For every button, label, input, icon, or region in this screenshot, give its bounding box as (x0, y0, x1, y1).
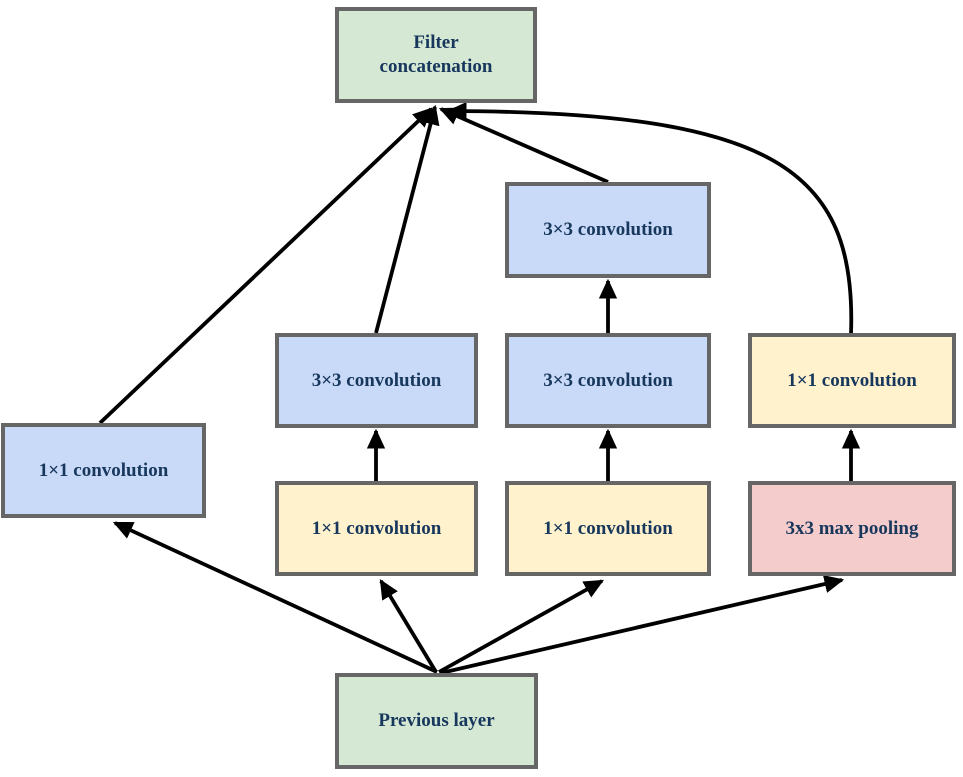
node-label: 1×1 convolution (311, 517, 442, 539)
edge-conv3x3_branch3_l3-to-filter_concat (438, 107, 609, 184)
node-previous_layer: Previous layer (335, 673, 538, 769)
node-conv3x3_branch3_l3: 3×3 convolution (505, 182, 711, 278)
node-label: 3×3 convolution (543, 219, 673, 241)
edge-previous_layer-to-maxpool_branch4 (440, 575, 845, 675)
edge-previous_layer-to-conv1x1_branch2 (379, 579, 438, 673)
node-label: 3x3 max pooling (785, 517, 919, 539)
node-conv1x1_branch2: 1×1 convolution (275, 481, 478, 576)
node-label: 1×1 convolution (38, 459, 169, 481)
node-conv1x1_branch1: 1×1 convolution (1, 423, 206, 518)
node-filter_concat: Filter concatenation (335, 7, 537, 103)
node-label: 1×1 convolution (543, 517, 673, 539)
node-conv3x3_branch3_l2: 3×3 convolution (505, 333, 711, 428)
node-label: 3×3 convolution (543, 369, 673, 391)
node-conv1x1_branch3: 1×1 convolution (505, 481, 711, 576)
node-label: 1×1 convolution (787, 369, 917, 391)
node-conv3x3_branch2: 3×3 convolution (275, 333, 478, 428)
node-conv1x1_branch4: 1×1 convolution (748, 333, 956, 428)
node-label: Filter concatenation (379, 32, 493, 77)
edge-previous_layer-to-conv1x1_branch3 (438, 579, 604, 674)
node-maxpool_branch4: 3x3 max pooling (748, 481, 956, 576)
node-label: Previous layer (378, 710, 495, 732)
edge-conv3x3_branch2-to-filter_concat (374, 104, 440, 334)
node-label: 3×3 convolution (311, 369, 442, 391)
